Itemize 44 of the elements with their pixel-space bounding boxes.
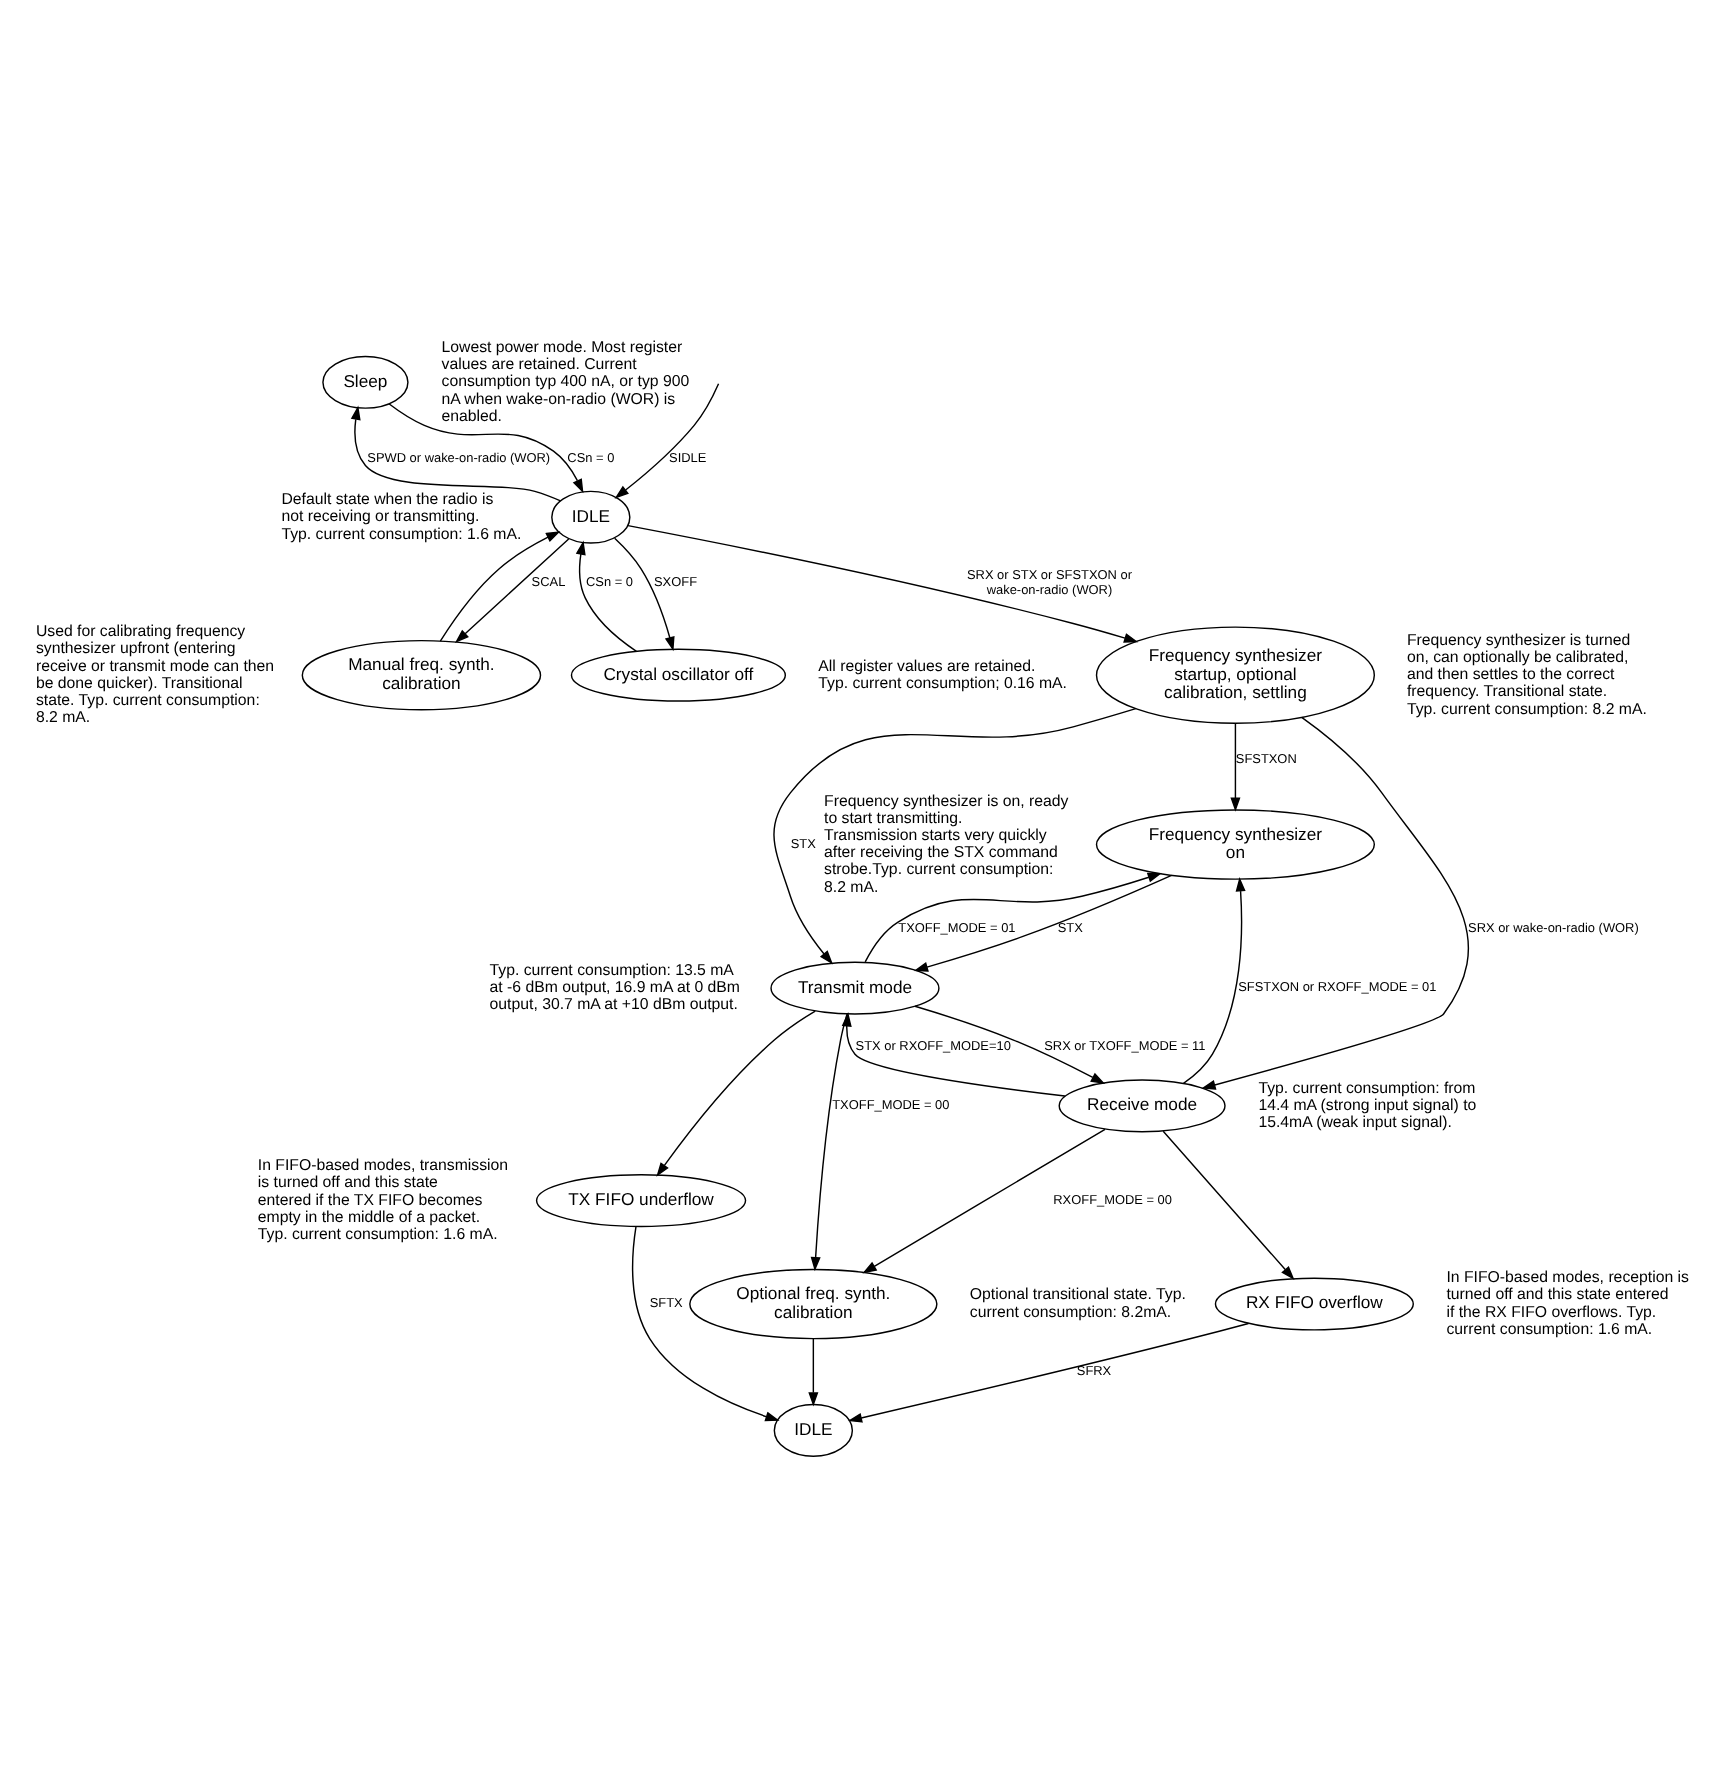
node-ellipse: Frequency synthesizer startup, optional calibration, settling — [1095, 626, 1376, 724]
node-label: Optional transitional state. Typ. current consumption: 8.2mA. — [969, 1285, 1186, 1321]
arrow — [913, 874, 1173, 972]
arrow — [847, 1322, 1250, 1423]
node-ellipse: Frequency synthesizer on — [1095, 809, 1376, 880]
node-label: Frequency synthesizer is turned on, can optionally be calibrated, and then settles to the correct frequency. Transitional state. Typ. current consumption: 8.2 mA. — [1406, 630, 1647, 718]
node-ellipse: Optional freq. synth. calibration — [689, 1268, 938, 1340]
node-label: Typ. current consumption: 13.5 mA at -6 dBm output, 16.9 mA at 0 dBm output, 30.7 mA at +10 dBm output. — [489, 960, 741, 1014]
arrow — [350, 405, 562, 502]
arrow — [810, 1013, 848, 1272]
node-ellipse: IDLE — [551, 490, 631, 544]
arrow — [1182, 877, 1246, 1085]
arrow — [575, 540, 638, 652]
node-label: All register values are retained. Typ. current consumption; 0.16 mA. — [818, 656, 1067, 692]
node-ellipse: Crystal oscillator off — [570, 648, 786, 702]
node-label: Typ. current consumption: from 14.4 mA (strong input signal) to 15.4mA (weak input signal). — [1258, 1078, 1477, 1132]
node-label: Frequency synthesizer is on, ready to start transmitting. Transmission starts very quickly after receiving the STX command strobe.Typ. current consumption: 8.2 mA. — [824, 791, 1069, 896]
arrow — [773, 707, 1137, 965]
node-label: Used for calibrating frequency synthesizer upfront (entering receive or transmit mode can then be done quicker). Transitional state. Typ. current consumption: 8.2 mA. — [35, 622, 275, 727]
arrow — [656, 1010, 816, 1177]
node-ellipse: IDLE — [773, 1403, 854, 1457]
arrow — [613, 537, 675, 652]
node-label: Lowest power mode. Most register values are retained. Current consumption typ 400 nA, or typ 900 nA when wake-on-radio (WOR) is enabled. — [441, 337, 690, 425]
node-ellipse: Manual freq. synth. calibration — [301, 639, 542, 711]
node-label: Default state when the radio is not receiving or transmitting. Typ. current consumption: 1.6 mA. — [281, 490, 522, 543]
arrow — [841, 1012, 1066, 1097]
arrow — [614, 383, 720, 499]
arrow — [1230, 722, 1241, 812]
node-label: In FIFO-based modes, transmission is turned off and this state entered if the TX FIFO becomes empty in the middle of a packet. Typ. current consumption: 1.6 mA. — [257, 1156, 509, 1244]
arrow — [1162, 1130, 1295, 1281]
arrow — [862, 1128, 1106, 1274]
arrow — [914, 1005, 1106, 1084]
node-ellipse: Sleep — [322, 355, 409, 409]
node-label: In FIFO-based modes, reception is turned off and this state entered if the RX FIFO overflows. Typ. current consumption: 1.6 mA. — [1446, 1268, 1689, 1338]
arrow — [627, 524, 1139, 643]
arrow — [388, 403, 584, 494]
arrow — [864, 872, 1163, 963]
arrow — [439, 531, 561, 642]
arrow — [631, 1226, 780, 1422]
arrow — [454, 538, 570, 644]
node-ellipse: RX FIFO overflow — [1214, 1277, 1414, 1331]
arrow — [808, 1337, 819, 1407]
arrow — [1201, 716, 1469, 1090]
node-ellipse: TX FIFO underflow — [535, 1174, 747, 1228]
